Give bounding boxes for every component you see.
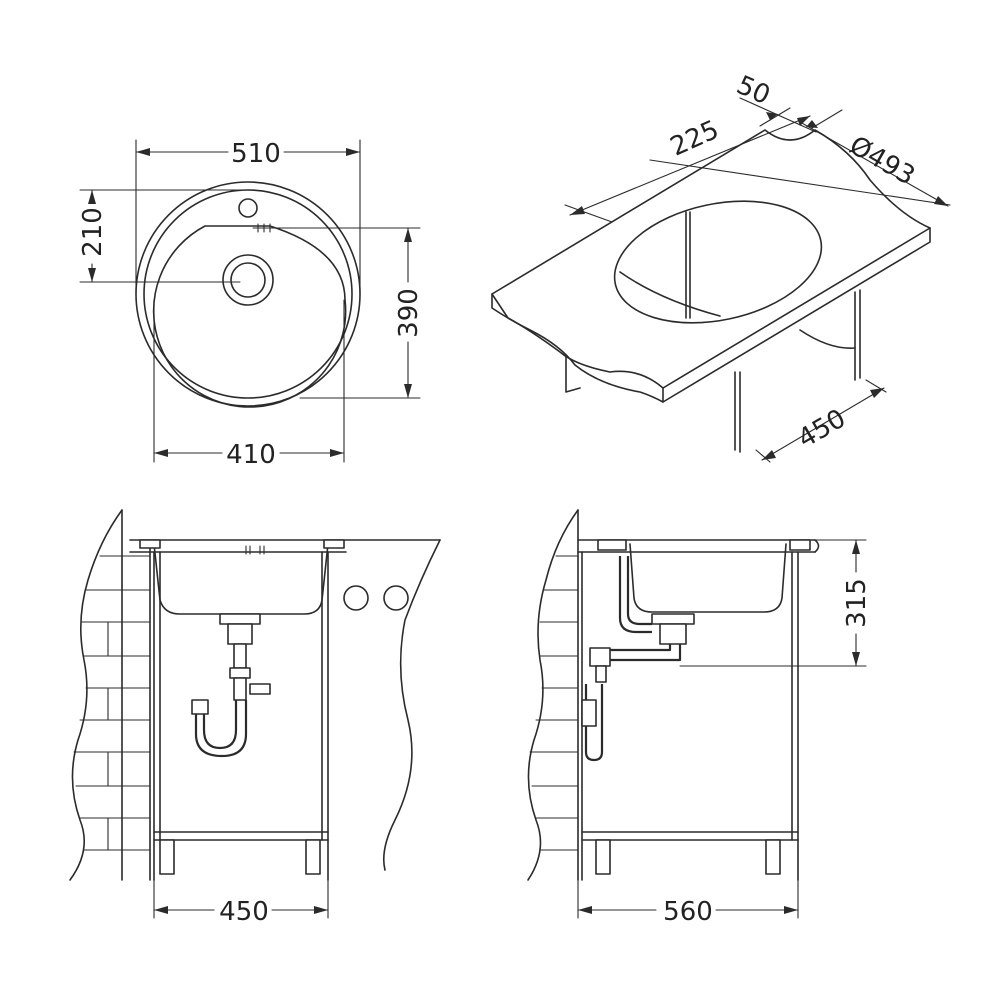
dim-510: 510 bbox=[135, 139, 361, 295]
dim-label-560: 560 bbox=[663, 897, 713, 927]
leg-left bbox=[159, 839, 175, 875]
drain-outer bbox=[222, 254, 274, 306]
sink-bowl-front bbox=[153, 543, 329, 615]
dim-450-front: 450 bbox=[153, 879, 329, 927]
worktop-front-edge bbox=[491, 293, 664, 403]
side-wall-edge bbox=[527, 509, 579, 881]
side-leg-right bbox=[765, 839, 781, 875]
sink-cutout bbox=[613, 200, 823, 324]
dim-label-450-iso: 450 bbox=[793, 404, 851, 455]
side-brick-courses bbox=[529, 555, 579, 851]
dim-560: 560 bbox=[577, 879, 799, 927]
tap-hole bbox=[238, 198, 258, 218]
dim-450-iso: 450 bbox=[755, 379, 887, 463]
top-view: 510 210 390 bbox=[78, 139, 424, 470]
dim-label-315: 315 bbox=[842, 578, 872, 628]
side-leg-left bbox=[595, 839, 611, 875]
bowl-outline bbox=[152, 225, 347, 408]
brick-courses bbox=[73, 555, 151, 851]
dim-label-450-front: 450 bbox=[219, 897, 269, 927]
worktop-right-edge bbox=[662, 227, 931, 403]
side-view: 315 560 bbox=[527, 509, 872, 927]
leg-right bbox=[305, 839, 321, 875]
right-panel-edge bbox=[382, 539, 441, 871]
drain-inner bbox=[230, 262, 266, 298]
dim-label-50: 50 bbox=[732, 70, 774, 111]
cabinet-left-panel bbox=[565, 355, 581, 393]
siphon-side bbox=[581, 556, 695, 762]
dim-label-410: 410 bbox=[226, 440, 276, 470]
cabinet-back-edge bbox=[799, 329, 856, 349]
sink-outer-rim bbox=[135, 181, 361, 407]
dim-label-210: 210 bbox=[78, 207, 108, 257]
dim-315: 315 bbox=[679, 539, 872, 667]
sink-inner-rim bbox=[143, 189, 353, 399]
wall-edge bbox=[69, 509, 123, 881]
overflow-marks-front bbox=[245, 545, 265, 555]
dim-390: 390 bbox=[269, 227, 424, 399]
dim-label-510: 510 bbox=[231, 139, 281, 169]
socket-right bbox=[383, 585, 409, 611]
dim-50: 50 bbox=[732, 70, 843, 133]
front-view: 450 bbox=[69, 509, 441, 927]
dim-410: 410 bbox=[153, 299, 345, 470]
siphon-front bbox=[191, 613, 271, 758]
iso-view: 50 225 Ø493 450 bbox=[491, 70, 951, 463]
dim-210: 210 bbox=[78, 189, 251, 283]
dim-label-390: 390 bbox=[394, 288, 424, 338]
sink-bowl-side bbox=[629, 543, 787, 613]
socket-left bbox=[343, 585, 369, 611]
